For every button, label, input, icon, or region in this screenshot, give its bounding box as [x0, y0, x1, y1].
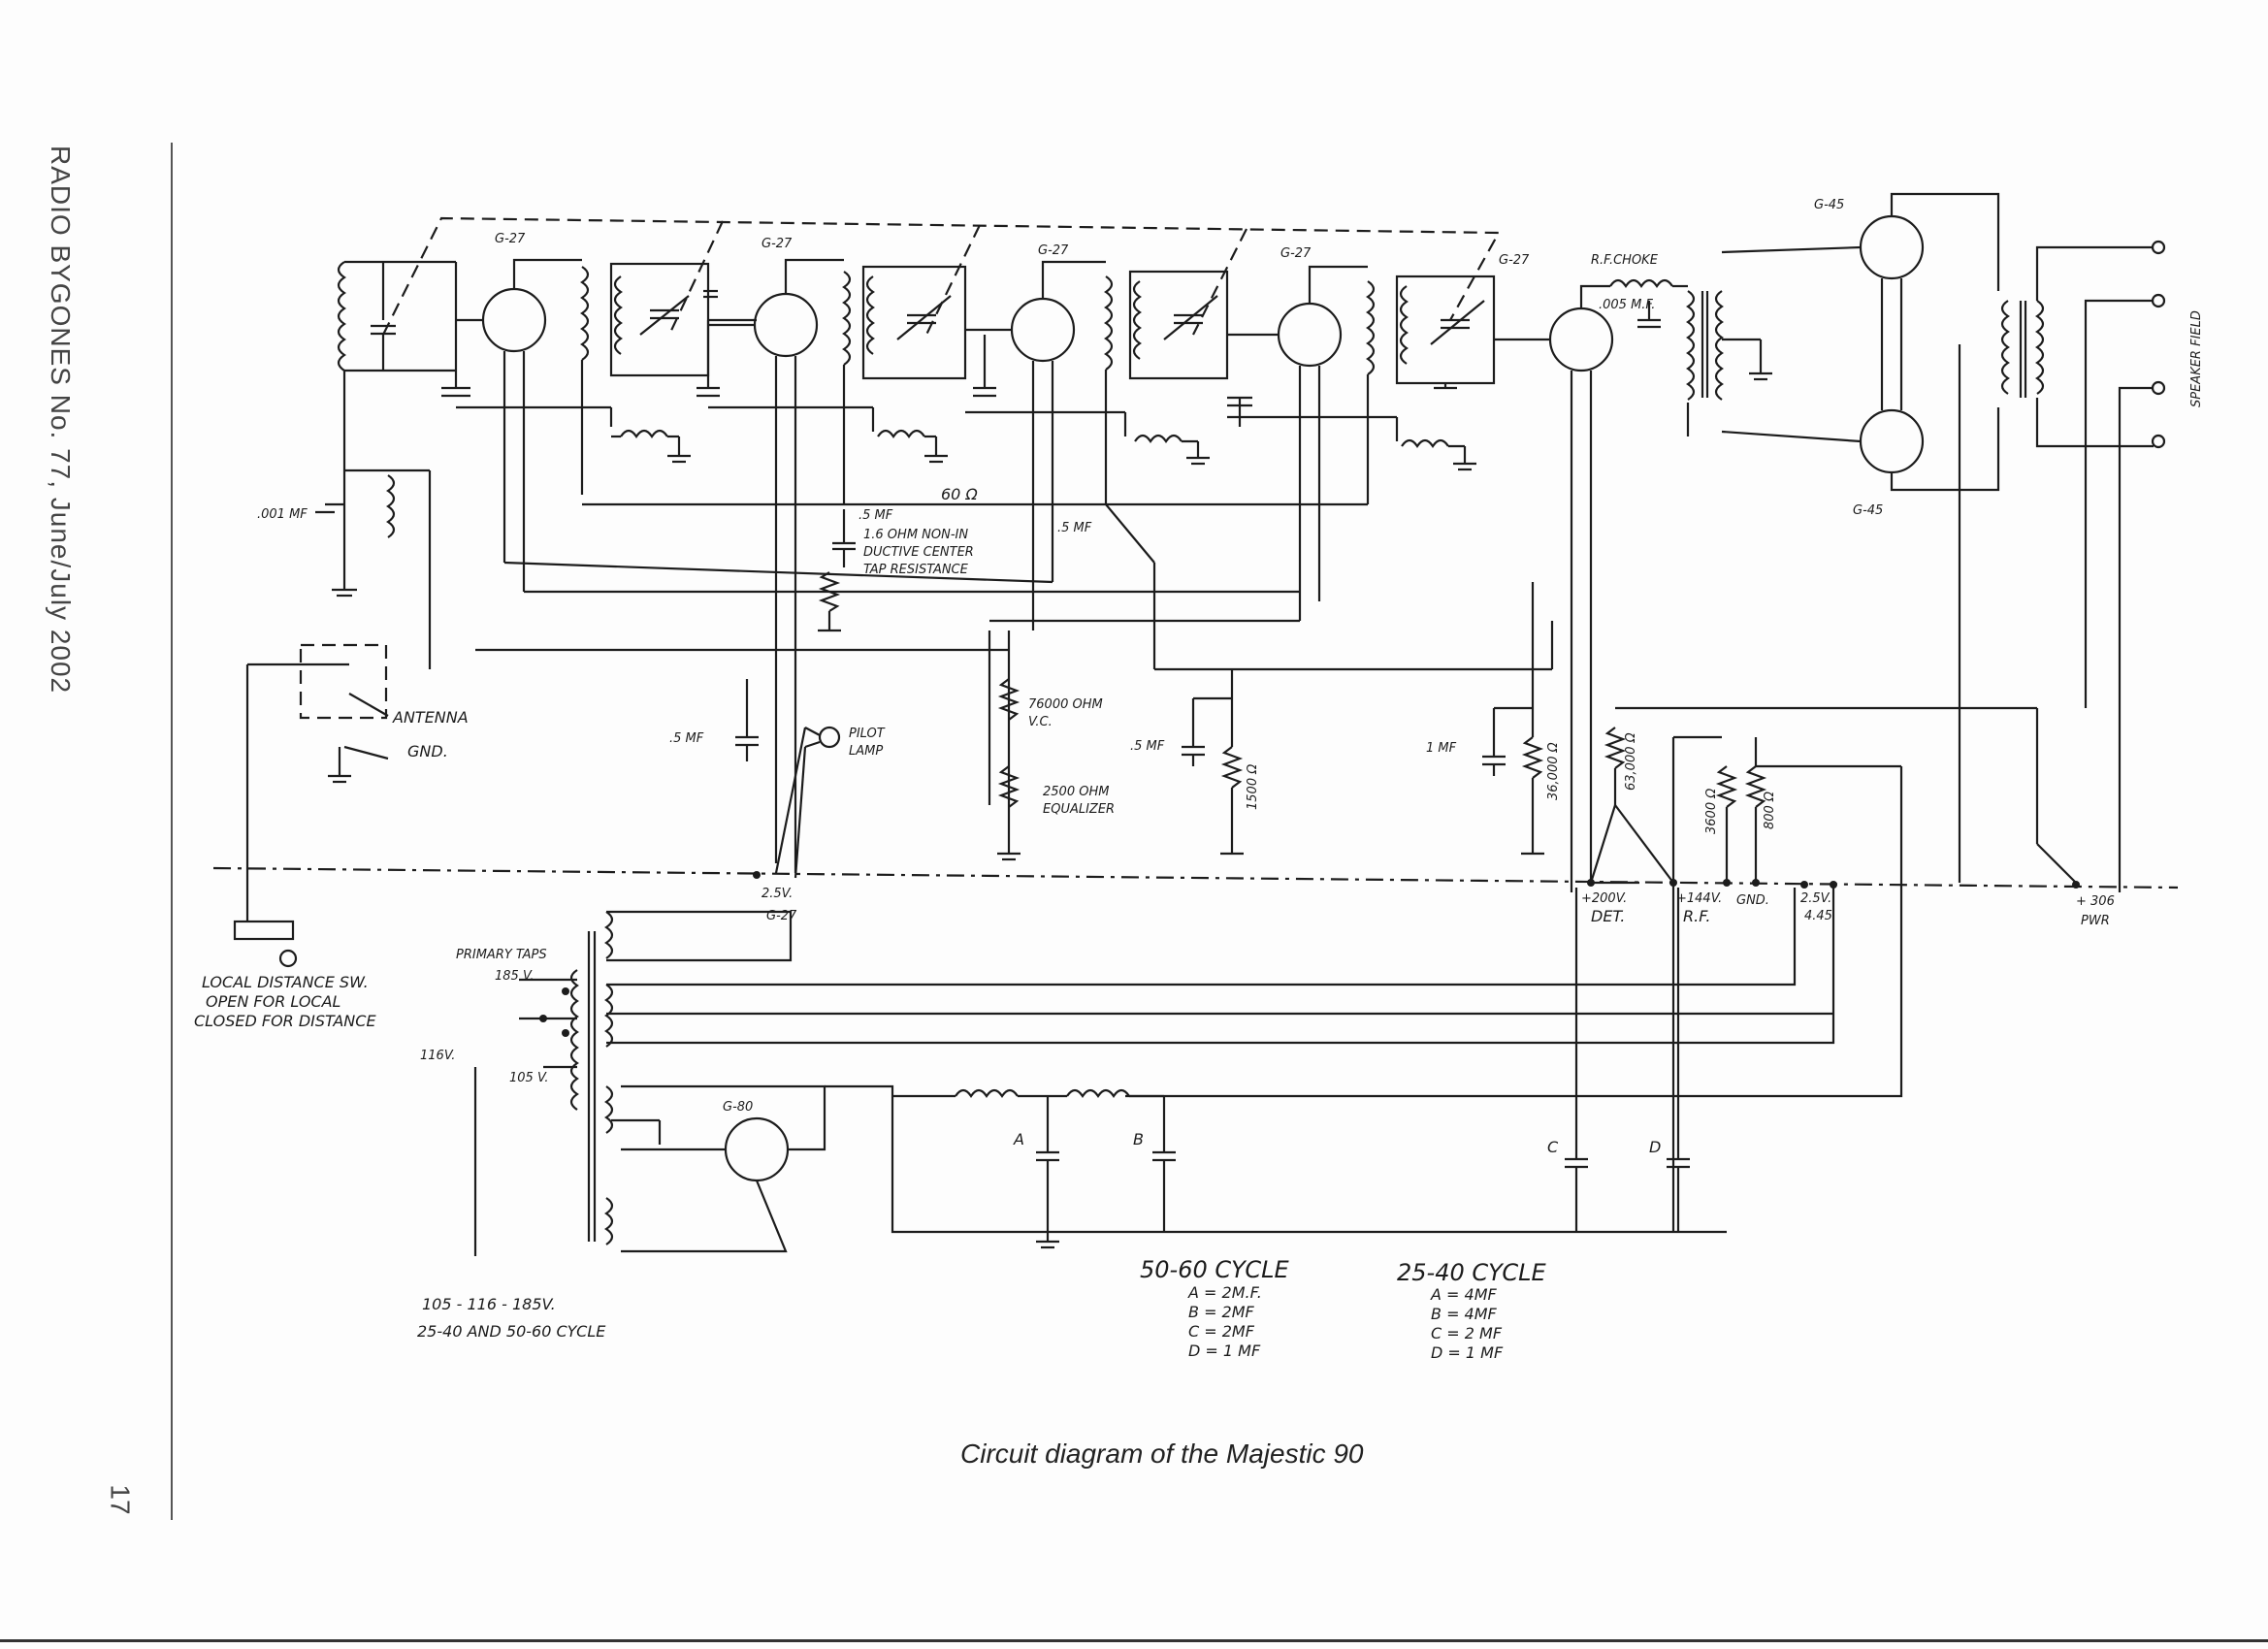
local-switch-label-3: CLOSED FOR DISTANCE: [194, 1012, 376, 1030]
table-25-40-title: 25-40 CYCLE: [1397, 1259, 1546, 1286]
bias-bus: [475, 502, 1554, 854]
tuned-circuit-2: [609, 262, 757, 398]
res-3600-label: 3600 Ω: [1704, 789, 1719, 834]
b-pwr-label-1: + 306: [2076, 894, 2115, 909]
vc-label-1: 76000 OHM: [1028, 697, 1103, 712]
socket-label: G-27: [766, 909, 797, 923]
cap-5mf-b-label: .5 MF: [1057, 521, 1092, 535]
table-25-40-row: C = 2 MF: [1431, 1324, 1503, 1342]
rectifier-stage: [611, 1084, 1727, 1253]
eq-label-1: 2500 OHM: [1043, 785, 1109, 799]
rf-stage-4: [1227, 265, 1476, 621]
local-switch-label-2: OPEN FOR LOCAL: [206, 992, 340, 1011]
figure-caption: Circuit diagram of the Majestic 90: [960, 1439, 1364, 1469]
center-tap-label-2: DUCTIVE CENTER: [863, 545, 974, 560]
eq-label-2: EQUALIZER: [1043, 802, 1115, 817]
tube-label-out-top: G-45: [1814, 198, 1844, 212]
primary-taps-label: PRIMARY TAPS: [456, 948, 547, 962]
tube-label-rf4: G-27: [1280, 246, 1312, 261]
cap-5mf-c-label: .5 MF: [669, 731, 704, 746]
b-pwr-label-2: PWR: [2081, 914, 2110, 928]
cap-5mf-d-label: .5 MF: [1130, 739, 1165, 754]
table-50-60-row: B = 2MF: [1188, 1303, 1255, 1321]
v25-label: 2.5V.: [761, 887, 793, 901]
tube-label-rf1: G-27: [495, 232, 526, 246]
antenna-switch-box: [233, 643, 389, 968]
tuned-circuit-4: [1128, 270, 1252, 427]
rf-choke-label: R.F.CHOKE: [1591, 253, 1659, 268]
b-det-label-2: DET.: [1591, 907, 1625, 925]
b-25b-label: 4.45: [1804, 909, 1832, 923]
b-det-label-1: +200V.: [1581, 891, 1627, 906]
center-tap-label-1: 1.6 OHM NON-IN: [863, 528, 968, 542]
margin-line: [171, 143, 173, 1520]
tap-185-label: 185 V.: [495, 969, 534, 984]
antenna-coil-stage: [315, 260, 456, 669]
mains-label-2: 25-40 AND 50-60 CYCLE: [417, 1322, 606, 1341]
b-rf-label-1: +144V.: [1676, 891, 1722, 906]
bias-resistors: [1182, 582, 1544, 856]
res-63-label: 63,000 Ω: [1624, 732, 1638, 791]
table-50-60-row: C = 2MF: [1188, 1322, 1255, 1341]
table-25-40: 25-40 CYCLE A = 4MF B = 4MF C = 2 MF D =…: [1397, 1259, 1546, 1362]
tuned-circuit-3: [861, 265, 996, 398]
b-gnd-label: GND.: [1736, 893, 1769, 908]
cap-b-label: B: [1133, 1130, 1144, 1148]
table-25-40-row: B = 4MF: [1431, 1305, 1498, 1323]
cap-c-label: C: [1547, 1138, 1559, 1156]
power-transformer: [473, 888, 1835, 1256]
center-tap-resistor: [818, 571, 841, 632]
center-tap-label-3: TAP RESISTANCE: [863, 563, 969, 577]
b-25-label: 2.5V.: [1800, 891, 1831, 906]
rf-stage-2: [708, 258, 948, 873]
res-60-label: 60 Ω: [941, 485, 978, 503]
tube-label-out-bottom: G-45: [1853, 503, 1883, 518]
tube-label-rect: G-80: [723, 1100, 753, 1115]
bottom-rule: [0, 1639, 2268, 1642]
cap-a-label: A: [1013, 1130, 1024, 1148]
tube-label-rf3: G-27: [1038, 243, 1069, 258]
labels: G-27 G-27 G-27 G-27 G-27 G-45 G-45 G-80 …: [194, 198, 2204, 1341]
gang-linkage: [382, 216, 1501, 336]
terminal-strip: [212, 866, 2179, 889]
tube-label-det: G-27: [1499, 253, 1530, 268]
rf-stage-3: [965, 260, 1210, 630]
local-switch-label-1: LOCAL DISTANCE SW.: [202, 973, 369, 991]
detector-stage: [1494, 278, 1772, 892]
table-50-60-row: D = 1 MF: [1188, 1342, 1261, 1360]
rf-stage-1: [441, 258, 691, 592]
b-rf-label-2: R.F.: [1683, 907, 1710, 925]
antenna-label: ANTENNA: [392, 708, 469, 727]
vc-label-2: V.C.: [1028, 715, 1053, 729]
pilot-lamp: [735, 679, 841, 879]
table-50-60-row: A = 2M.F.: [1187, 1283, 1262, 1302]
tube-label-rf2: G-27: [761, 237, 793, 251]
table-50-60-title: 50-60 CYCLE: [1140, 1256, 1289, 1283]
table-50-60: 50-60 CYCLE A = 2M.F. B = 2MF C = 2MF D …: [1140, 1256, 1289, 1360]
gnd-label: GND.: [407, 742, 448, 760]
pilot-lamp-label-2: LAMP: [849, 744, 883, 759]
choke-cap-label: .005 M.F.: [1599, 298, 1655, 312]
pilot-lamp-label-1: PILOT: [849, 727, 886, 741]
tap-105-label: 105 V.: [509, 1071, 548, 1085]
filter-stage: [892, 888, 1690, 1249]
cap-5mf-a-label: .5 MF: [859, 508, 893, 523]
res-800-label: 800 Ω: [1763, 792, 1777, 829]
output-stage: [1721, 192, 2166, 892]
tuned-circuit-5: [1395, 275, 1496, 390]
volume-control: [997, 678, 1021, 861]
tap-116-label: 116V.: [420, 1049, 455, 1063]
res-1500-label: 1500 Ω: [1246, 764, 1260, 810]
mains-label-1: 105 - 116 - 185V.: [422, 1295, 556, 1313]
cap-d-label: D: [1649, 1138, 1661, 1156]
cap-1mf-label: 1 MF: [1426, 741, 1457, 756]
speaker-field-label: SPEAKER FIELD: [2189, 310, 2204, 407]
res-36-label: 36,000 Ω: [1546, 742, 1561, 800]
table-25-40-row: A = 4MF: [1430, 1285, 1498, 1304]
cap-001-label: .001 MF: [257, 507, 308, 522]
table-25-40-row: D = 1 MF: [1431, 1343, 1504, 1362]
